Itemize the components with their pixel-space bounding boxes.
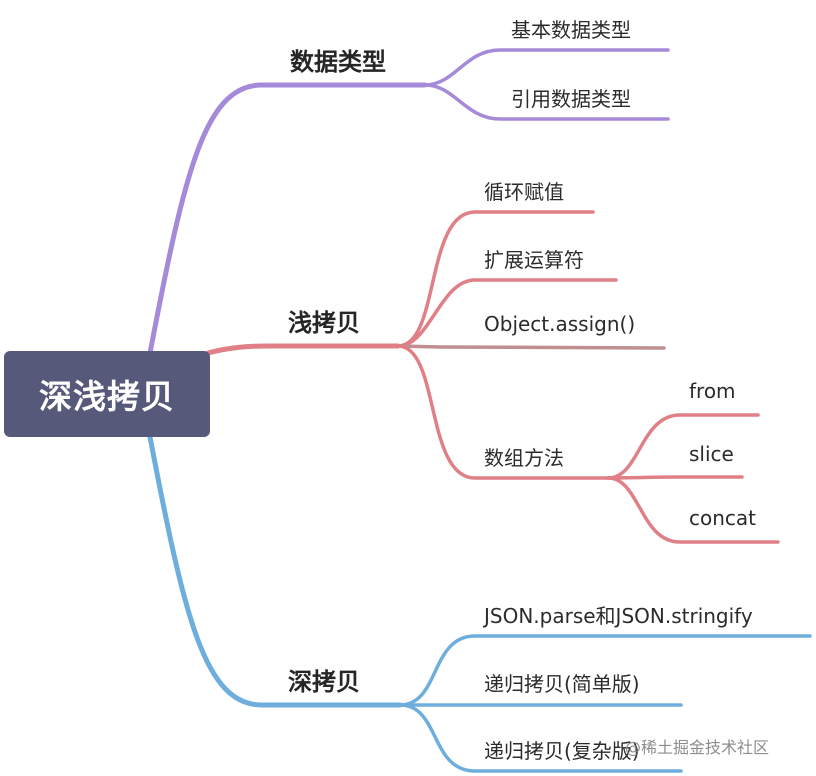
edge-root-deep-copy xyxy=(147,434,403,708)
edge-data-types-reference xyxy=(423,83,670,121)
node-recursive-complex[interactable]: 递归拷贝(复杂版) xyxy=(484,739,640,763)
root-node[interactable]: 深浅拷贝 xyxy=(4,351,210,437)
node-loop-assign[interactable]: 循环赋值 xyxy=(484,180,564,204)
node-basic-data-types[interactable]: 基本数据类型 xyxy=(511,18,631,42)
edge-array-slice xyxy=(606,475,744,480)
node-json-parse-stringify[interactable]: JSON.parse和JSON.stringify xyxy=(484,604,753,628)
edge-array-from xyxy=(606,413,760,480)
edge-root-shallow-copy xyxy=(205,343,401,356)
node-from[interactable]: from xyxy=(689,379,736,403)
node-spread-operator[interactable]: 扩展运算符 xyxy=(484,248,584,272)
node-object-assign[interactable]: Object.assign() xyxy=(484,312,636,336)
branch-data-types[interactable]: 数据类型 xyxy=(290,48,386,76)
edge-shallow-object-assign xyxy=(396,344,666,350)
edge-array-concat xyxy=(606,476,780,544)
edge-deep-json xyxy=(398,634,812,707)
branch-shallow-copy[interactable]: 浅拷贝 xyxy=(288,309,360,337)
branch-deep-copy[interactable]: 深拷贝 xyxy=(288,668,360,696)
watermark: @稀土掘金技术社区 xyxy=(625,738,770,757)
node-array-methods[interactable]: 数组方法 xyxy=(484,446,564,470)
node-concat[interactable]: concat xyxy=(689,506,757,530)
edge-root-data-types xyxy=(147,82,428,356)
edge-shallow-spread xyxy=(396,278,618,348)
node-recursive-simple[interactable]: 递归拷贝(简单版) xyxy=(484,672,640,696)
edge-deep-recursive-complex xyxy=(398,703,683,773)
node-slice[interactable]: slice xyxy=(689,442,734,466)
node-reference-data-types[interactable]: 引用数据类型 xyxy=(511,87,631,111)
edge-data-types-basic xyxy=(423,48,670,87)
edge-shallow-array-methods xyxy=(396,344,610,480)
